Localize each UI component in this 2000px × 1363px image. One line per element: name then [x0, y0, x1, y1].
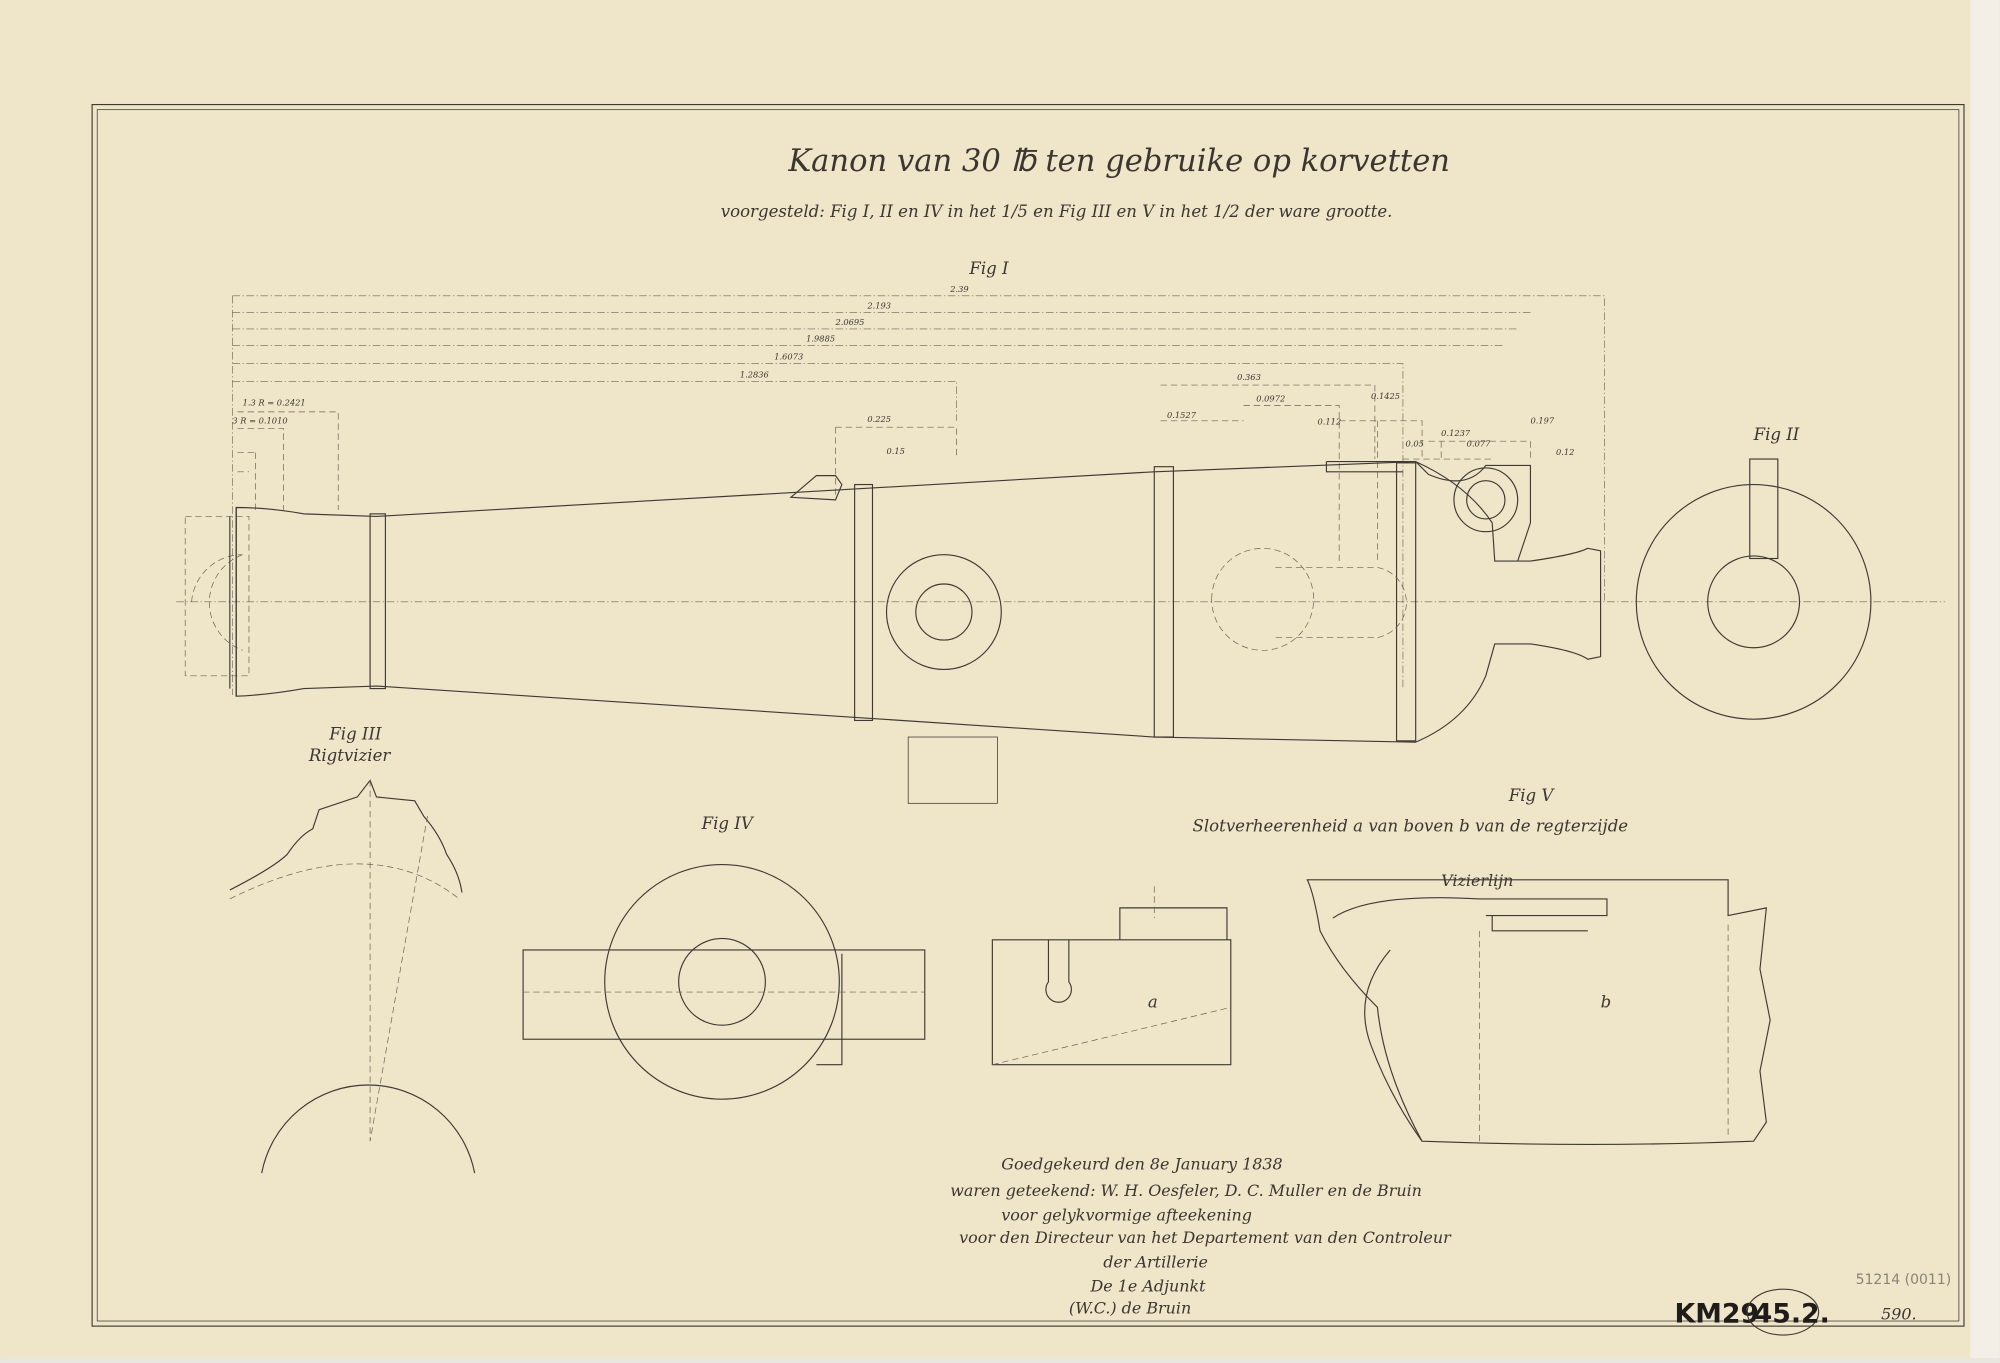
fig2-label: Fig II: [1753, 425, 1800, 444]
fig4-trunnion-view: Fig IV: [522, 814, 926, 1100]
fig1-cannon-elevation: [184, 461, 1602, 804]
approval-line: waren geteekend: W. H. Oesfeler, D. C. M…: [950, 1181, 1422, 1200]
approval-line: voor den Directeur van het Departement v…: [959, 1228, 1452, 1247]
dim-label: 0.112: [1318, 417, 1342, 427]
dim-label: 1.3 R = 0.2421: [243, 397, 306, 407]
fig5-b-label: b: [1601, 992, 1612, 1011]
outer-frame: [91, 103, 1965, 1327]
inner-frame: [96, 109, 1960, 1322]
dim-label: 0.225: [867, 414, 891, 424]
dim-label: 2.193: [866, 301, 891, 311]
approval-line: De 1e Adjunkt: [1090, 1277, 1207, 1296]
archive-number-circle: [1746, 1288, 1820, 1336]
dim-label: 0.1527: [1167, 410, 1197, 420]
archive-number: 45.2.: [1754, 1298, 1830, 1329]
fig3-label: Fig III: [328, 725, 382, 744]
fig5-lock-detail: Fig V Slotverheerenheid a van boven b va…: [991, 786, 1771, 1145]
archive-code: KM29: [1675, 1298, 1760, 1329]
dim-label: 0.1425: [1371, 391, 1400, 401]
dim-label: 3 R = 0.1010: [232, 415, 287, 425]
dim-label: 0.197: [1530, 415, 1554, 425]
fig3-sight: Fig III Rigtvizier: [229, 725, 476, 1174]
dim-label: 0.05: [1405, 438, 1423, 448]
dim-label: 2.39: [949, 284, 969, 294]
fig5-label: Fig V: [1508, 786, 1556, 805]
fig5-caption: Slotverheerenheid a van boven b van de r…: [1193, 816, 1629, 835]
dim-label: 0.363: [1237, 372, 1261, 382]
approval-line: voor gelykvormige afteekening: [1001, 1205, 1252, 1224]
approval-line: der Artillerie: [1103, 1252, 1208, 1271]
dim-label: 0.12: [1556, 447, 1574, 457]
dim-label: 1.9885: [806, 334, 835, 344]
signature: (W.C.) de Bruin: [1069, 1298, 1191, 1317]
sheet-number: 590.: [1881, 1305, 1916, 1324]
drawing-subtitle: voorgesteld: Fig I, II en IV in het 1/5 …: [721, 202, 1393, 221]
fig5-a-label: a: [1148, 992, 1158, 1011]
dim-label: 2.0695: [835, 317, 865, 327]
fig4-label: Fig IV: [701, 814, 755, 833]
dim-label: 0.15: [887, 446, 905, 456]
dim-label: 0.0972: [1256, 394, 1285, 404]
approval-line: Goedgekeurd den 8e January 1838: [1001, 1154, 1282, 1173]
approval-block: Goedgekeurd den 8e January 1838 waren ge…: [950, 1154, 1452, 1317]
drawing-title: Kanon van 30 ℔ ten gebruike op korvetten: [787, 144, 1450, 179]
pencil-note: 51214 (0011): [1856, 1272, 1952, 1288]
fig1-label: Fig I: [968, 259, 1009, 278]
fig2-cannon-end-view: Fig II: [1635, 425, 1872, 720]
dim-label: 1.6073: [774, 352, 803, 362]
vizierlijn-label: Vizierlijn: [1441, 871, 1513, 890]
fig1-dimension-lines: Fig I 2.39 2.193 2.0695 1.9885 1.6073 1.…: [232, 259, 1605, 695]
dim-label: 0.1237: [1441, 428, 1471, 438]
fig3-caption: Rigtvizier: [308, 746, 392, 765]
dim-label: 1.2836: [740, 369, 769, 379]
dim-label: 0.077: [1467, 438, 1491, 448]
